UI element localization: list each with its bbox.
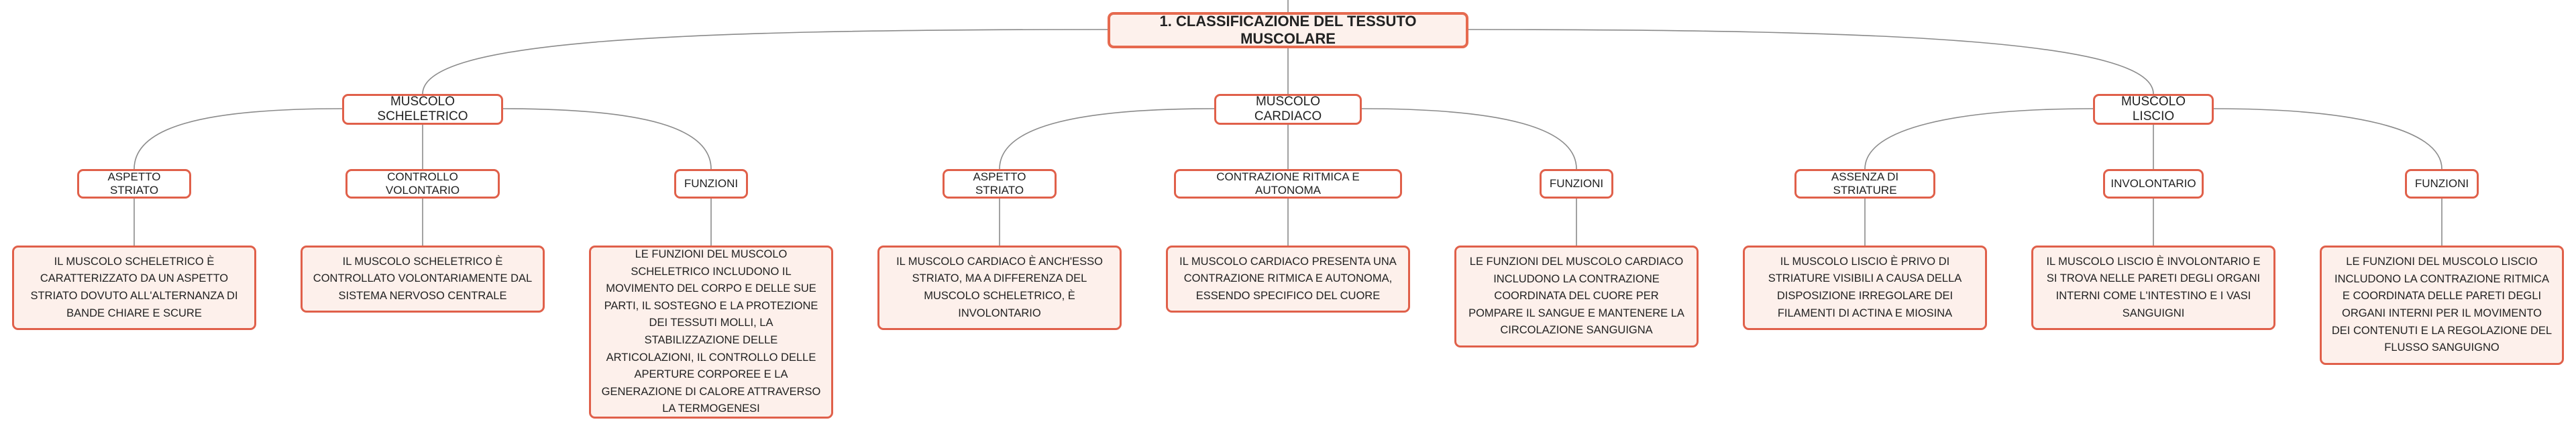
detail-text: LE FUNZIONI DEL MUSCOLO CARDIACO INCLUDO… bbox=[1468, 256, 1684, 337]
detail-skeletal-voluntary[interactable]: IL MUSCOLO SCHELETRICO È CONTROLLATO VOL… bbox=[301, 246, 545, 313]
subtopic-label: FUNZIONI bbox=[2414, 177, 2469, 190]
subtopic-cardiac-functions[interactable]: FUNZIONI bbox=[1540, 169, 1613, 199]
branch-label: MUSCOLO SCHELETRICO bbox=[377, 95, 468, 123]
subtopic-smooth-functions[interactable]: FUNZIONI bbox=[2405, 169, 2479, 199]
detail-cardiac-functions[interactable]: LE FUNZIONI DEL MUSCOLO CARDIACO INCLUDO… bbox=[1454, 246, 1699, 347]
detail-text: IL MUSCOLO CARDIACO È ANCH'ESSO STRIATO,… bbox=[896, 255, 1103, 319]
branch-smooth-muscle[interactable]: MUSCOLO LISCIO bbox=[2093, 94, 2214, 125]
subtopic-skeletal-striated[interactable]: ASPETTO STRIATO bbox=[77, 169, 191, 199]
detail-skeletal-functions[interactable]: LE FUNZIONI DEL MUSCOLO SCHELETRICO INCL… bbox=[589, 246, 833, 419]
detail-text: IL MUSCOLO LISCIO È INVOLONTARIO E SI TR… bbox=[2046, 255, 2261, 319]
detail-text: IL MUSCOLO SCHELETRICO È CONTROLLATO VOL… bbox=[313, 255, 533, 302]
subtopic-skeletal-functions[interactable]: FUNZIONI bbox=[674, 169, 748, 199]
root-topic-label: 1. CLASSIFICAZIONE DEL TESSUTO MUSCOLARE bbox=[1159, 13, 1417, 47]
subtopic-cardiac-rhythmic[interactable]: CONTRAZIONE RITMICA E AUTONOMA bbox=[1174, 169, 1402, 199]
subtopic-label: FUNZIONI bbox=[1549, 177, 1604, 190]
detail-smooth-no-striations[interactable]: IL MUSCOLO LISCIO È PRIVO DI STRIATURE V… bbox=[1743, 246, 1987, 330]
subtopic-label: FUNZIONI bbox=[684, 177, 739, 190]
subtopic-smooth-involuntary[interactable]: INVOLONTARIO bbox=[2103, 169, 2204, 199]
subtopic-label: INVOLONTARIO bbox=[2110, 177, 2196, 190]
detail-text: IL MUSCOLO CARDIACO PRESENTA UNA CONTRAZ… bbox=[1179, 255, 1397, 302]
detail-skeletal-striated[interactable]: IL MUSCOLO SCHELETRICO È CARATTERIZZATO … bbox=[12, 246, 256, 330]
subtopic-label: ASSENZA DI STRIATURE bbox=[1831, 170, 1899, 197]
subtopic-label: CONTRAZIONE RITMICA E AUTONOMA bbox=[1216, 170, 1360, 197]
subtopic-cardiac-striated[interactable]: ASPETTO STRIATO bbox=[943, 169, 1057, 199]
detail-text: LE FUNZIONI DEL MUSCOLO SCHELETRICO INCL… bbox=[601, 248, 821, 415]
branch-label: MUSCOLO LISCIO bbox=[2121, 95, 2186, 123]
detail-text: IL MUSCOLO LISCIO È PRIVO DI STRIATURE V… bbox=[1768, 255, 1962, 319]
subtopic-label: ASPETTO STRIATO bbox=[973, 170, 1026, 197]
detail-cardiac-striated[interactable]: IL MUSCOLO CARDIACO È ANCH'ESSO STRIATO,… bbox=[877, 246, 1122, 330]
branch-cardiac-muscle[interactable]: MUSCOLO CARDIACO bbox=[1214, 94, 1362, 125]
subtopic-skeletal-voluntary[interactable]: CONTROLLO VOLONTARIO bbox=[345, 169, 500, 199]
subtopic-label: ASPETTO STRIATO bbox=[107, 170, 161, 197]
branch-skeletal-muscle[interactable]: MUSCOLO SCHELETRICO bbox=[342, 94, 503, 125]
detail-text: LE FUNZIONI DEL MUSCOLO LISCIO INCLUDONO… bbox=[2331, 256, 2553, 354]
subtopic-smooth-no-striations[interactable]: ASSENZA DI STRIATURE bbox=[1794, 169, 1935, 199]
branch-label: MUSCOLO CARDIACO bbox=[1254, 95, 1322, 123]
detail-smooth-involuntary[interactable]: IL MUSCOLO LISCIO È INVOLONTARIO E SI TR… bbox=[2031, 246, 2275, 330]
detail-text: IL MUSCOLO SCHELETRICO È CARATTERIZZATO … bbox=[30, 255, 238, 319]
detail-cardiac-rhythmic[interactable]: IL MUSCOLO CARDIACO PRESENTA UNA CONTRAZ… bbox=[1166, 246, 1410, 313]
detail-smooth-functions[interactable]: LE FUNZIONI DEL MUSCOLO LISCIO INCLUDONO… bbox=[2320, 246, 2564, 365]
root-topic[interactable]: 1. CLASSIFICAZIONE DEL TESSUTO MUSCOLARE bbox=[1108, 12, 1468, 48]
subtopic-label: CONTROLLO VOLONTARIO bbox=[385, 170, 460, 197]
